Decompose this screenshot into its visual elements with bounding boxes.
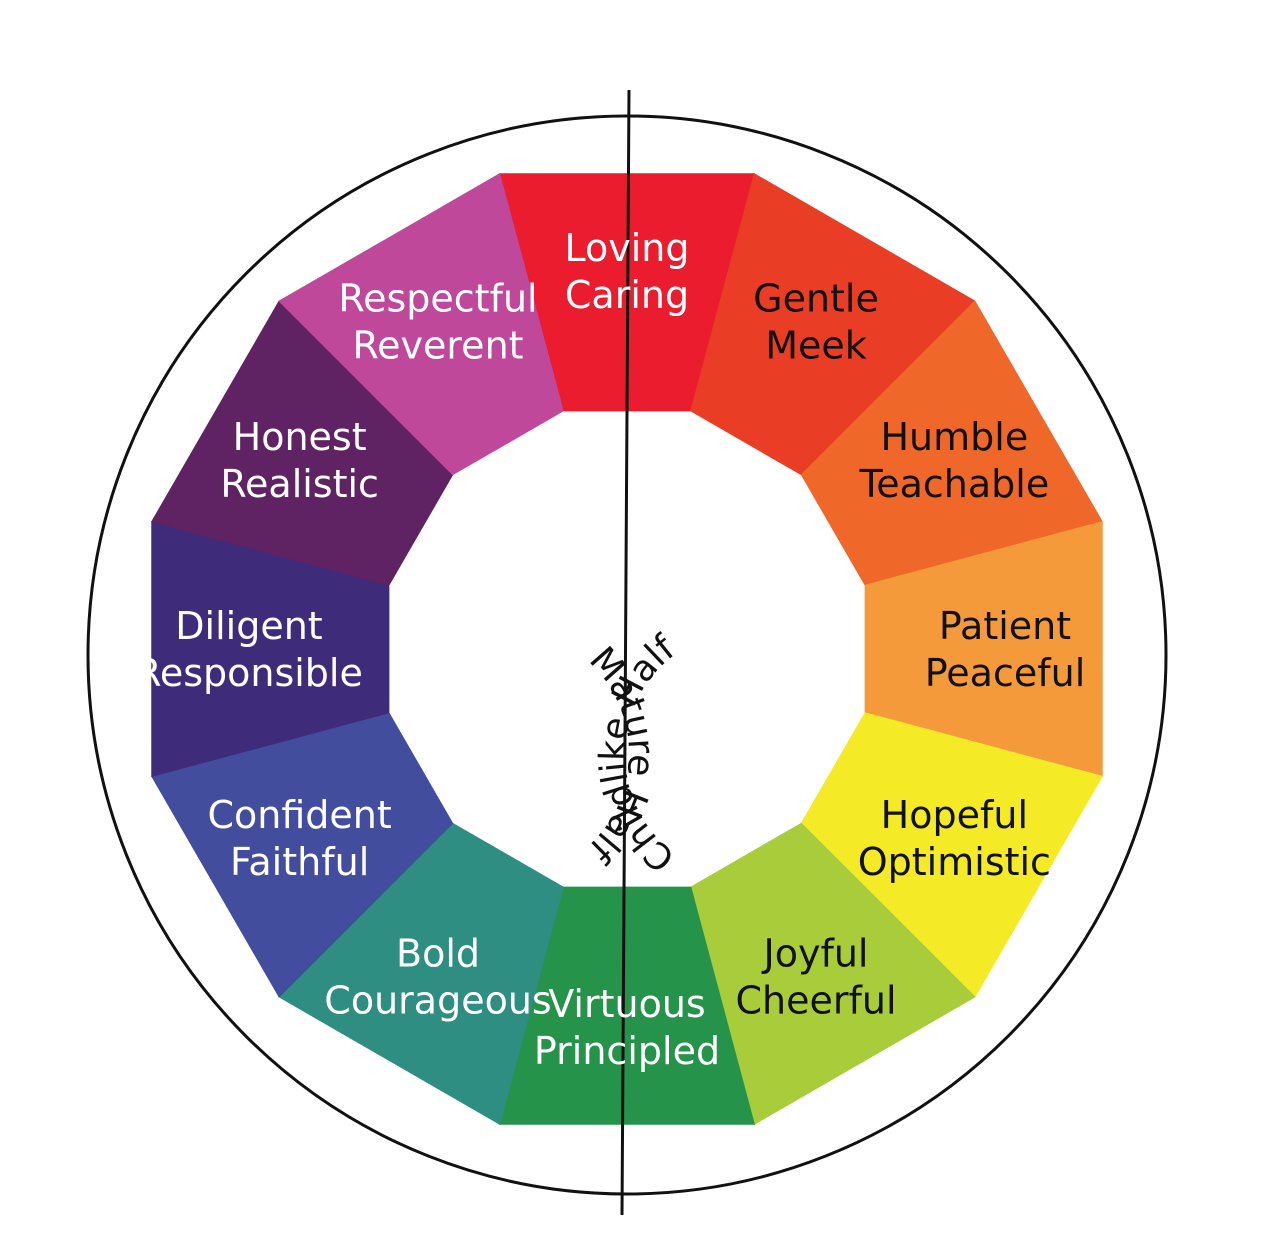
segment-label-line: Caring [565, 273, 689, 317]
segment-label-line: Courageous [324, 978, 551, 1022]
segment-label-line: Humble [880, 415, 1028, 459]
segment-label-line: Realistic [220, 462, 379, 506]
segment-label-line: Cheerful [735, 978, 896, 1022]
segments [151, 173, 1103, 1125]
segment-label-line: Gentle [753, 277, 879, 321]
outer-circle [86, 114, 1168, 1196]
segment-label-line: Virtuous [548, 982, 705, 1026]
segment-label-line: Teachable [858, 462, 1049, 506]
segment-label-line: Patient [939, 604, 1071, 648]
segment-label-line: Reverent [352, 324, 523, 368]
segment-label-line: Principled [534, 1029, 720, 1073]
segment-label-line: Confident [207, 793, 391, 837]
segment-label-line: Respectful [338, 277, 537, 321]
segment-label-line: Hopeful [881, 793, 1028, 837]
segment-label-line: Responsible [135, 651, 363, 695]
segment-label-line: Loving [564, 226, 689, 270]
segment-label-line: Faithful [230, 840, 369, 884]
segment-label-line: Honest [233, 415, 367, 459]
segment-label-line: Joyful [762, 931, 869, 975]
segment-label-line: Diligent [175, 604, 322, 648]
segment-label-line: Optimistic [858, 840, 1051, 884]
segment-label-line: Bold [396, 931, 480, 975]
divider-line [620, 89, 631, 1216]
segment-label-line: Meek [765, 324, 867, 368]
segment-label-line: Peaceful [925, 651, 1086, 695]
